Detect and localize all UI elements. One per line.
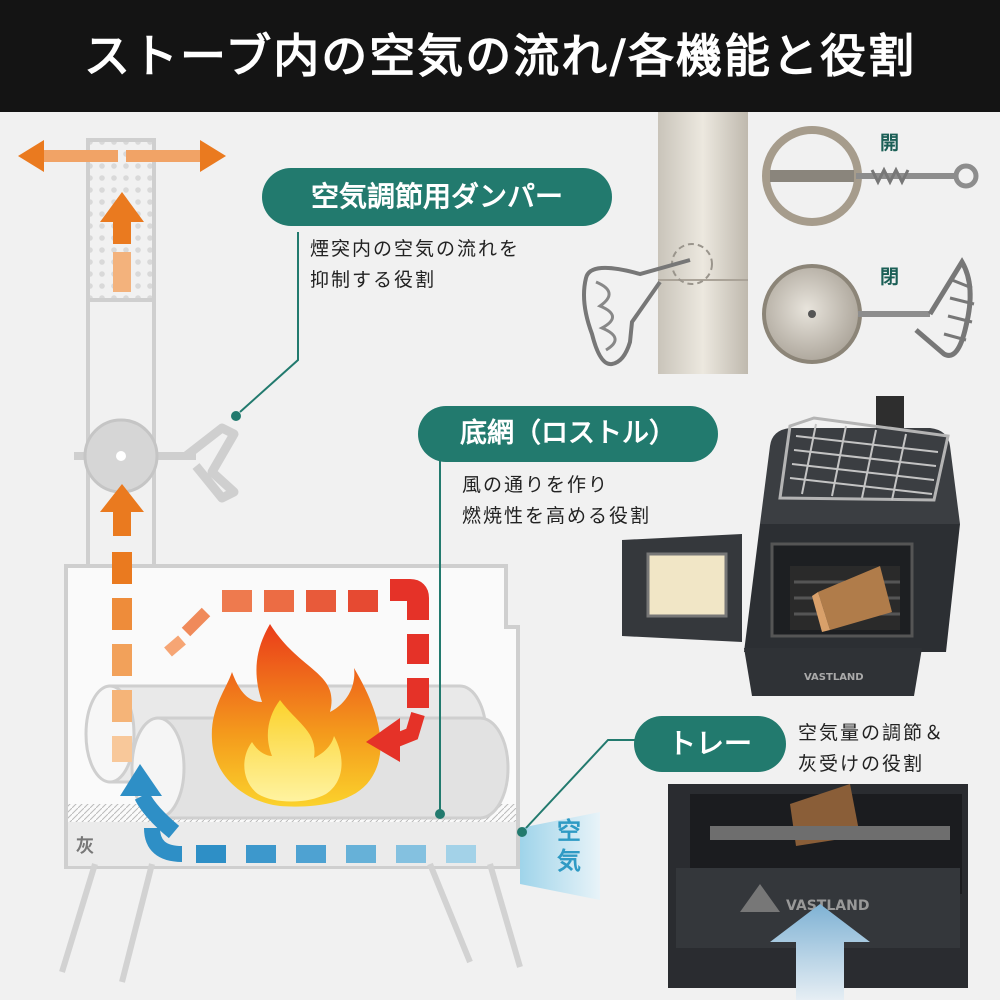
circulation-flow xyxy=(164,579,429,762)
smoke-flow xyxy=(18,140,226,762)
damper-closed-photo xyxy=(762,257,975,364)
ash-label: 灰 xyxy=(76,836,94,857)
stove-photo-logo: VASTLAND xyxy=(804,672,864,683)
damper-label: 空気調節用ダンパー xyxy=(262,168,612,226)
air-intake-flow xyxy=(120,764,600,900)
air-label: 空 気 xyxy=(554,816,584,876)
damper-closed-state: 閉 xyxy=(880,266,900,288)
header-bar: ストーブ内の空気の流れ/各機能と役割 xyxy=(0,0,1000,112)
damper-photo xyxy=(582,112,748,374)
stove-photo: VASTLAND xyxy=(622,396,960,696)
page-title: ストーブ内の空気の流れ/各機能と役割 xyxy=(83,29,917,83)
damper-description-line2: 抑制する役割 xyxy=(310,269,437,291)
grate-label: 底網（ロストル） xyxy=(418,406,718,462)
damper-symbol xyxy=(74,418,239,503)
air-label-char1: 空 xyxy=(557,817,581,845)
tray-description-line2: 灰受けの役割 xyxy=(798,753,925,775)
damper-description-line1: 煙突内の空気の流れを xyxy=(310,238,521,260)
tray-photo-logo: VASTLAND xyxy=(786,898,869,914)
air-label-char2: 気 xyxy=(557,847,581,875)
airflow-diagram: VASTLAND VASTLAND xyxy=(18,112,979,1000)
tray-photo: VASTLAND xyxy=(668,784,968,1000)
damper-open-photo xyxy=(762,126,979,226)
leader-lines xyxy=(231,232,636,837)
grate-description-line1: 風の通りを作り xyxy=(462,474,610,496)
damper-open-state: 開 xyxy=(880,132,900,154)
fire-flame xyxy=(211,624,381,807)
tray-description-line1: 空気量の調節＆ xyxy=(798,722,946,744)
grate-description-line2: 燃焼性を高める役割 xyxy=(462,505,652,527)
tray-label: トレー xyxy=(634,716,786,772)
